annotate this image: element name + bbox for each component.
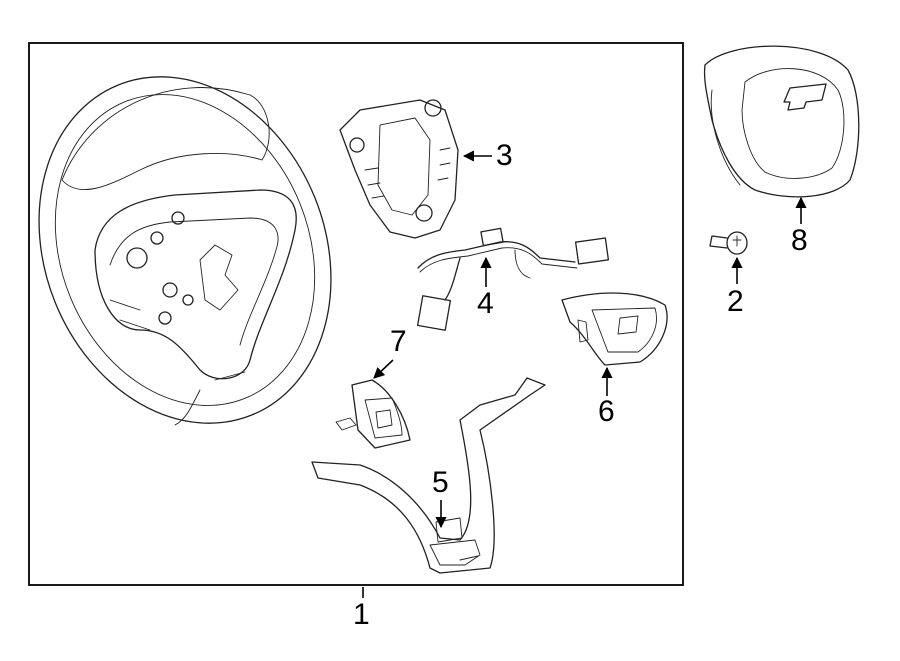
right-switch-icon xyxy=(561,292,668,366)
left-switch-icon xyxy=(335,379,411,449)
callout-3: 3 xyxy=(496,139,513,172)
steering-wheel-icon xyxy=(38,76,332,426)
wire-harness-icon xyxy=(416,227,610,331)
callout-6: 6 xyxy=(598,395,615,428)
airbag-module-icon xyxy=(703,45,860,198)
callout-5: 5 xyxy=(432,466,449,499)
screw-icon xyxy=(709,231,748,255)
callout-8: 8 xyxy=(791,224,808,257)
callout-1: 1 xyxy=(353,598,370,631)
callout-2: 2 xyxy=(727,285,744,318)
callout-7: 7 xyxy=(390,325,407,358)
lower-trim-cover-icon xyxy=(311,377,546,574)
leader-line-7 xyxy=(373,359,394,379)
assembly-frame xyxy=(28,42,684,586)
callout-4: 4 xyxy=(477,287,494,320)
switch-bezel-icon xyxy=(339,99,459,239)
